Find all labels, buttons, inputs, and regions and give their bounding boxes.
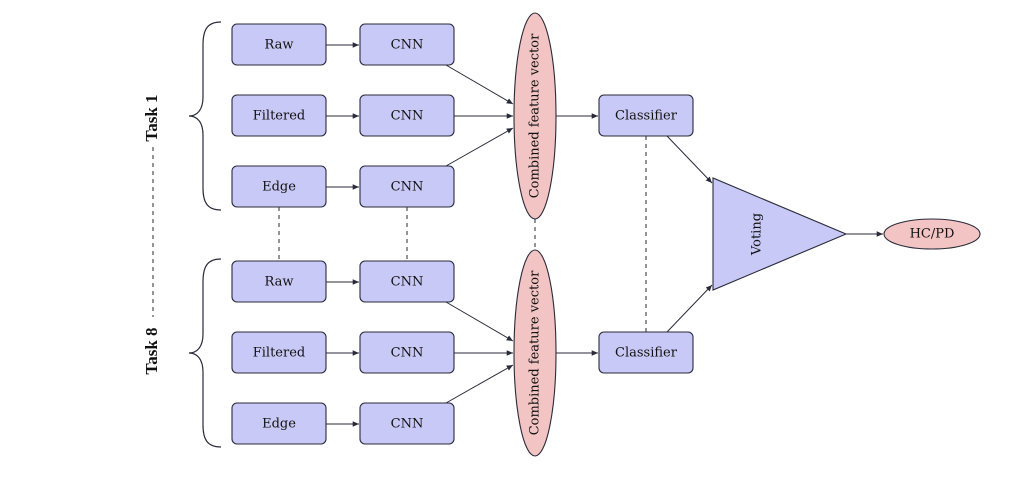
- arrow-cnn-to-feature: [445, 127, 514, 167]
- arrow-cnn-to-feature: [445, 64, 514, 105]
- arrow-cnn-to-feature: [445, 301, 514, 342]
- classifier-box: Classifier: [598, 94, 694, 137]
- classifier-label: Classifier: [615, 346, 678, 361]
- task1-brace: [188, 21, 222, 211]
- arrow-classifier-to-voting: [666, 284, 713, 333]
- arrow-classifier-to-voting: [666, 135, 713, 184]
- input-edge-box: Edge: [231, 165, 327, 208]
- task8-brace: [188, 258, 222, 448]
- cnn-box: CNN: [359, 260, 455, 303]
- task1-label: Task 1: [142, 94, 161, 141]
- cnn-box: CNN: [359, 94, 455, 137]
- input-filtered-label: Filtered: [253, 346, 305, 361]
- cnn-label: CNN: [391, 346, 424, 361]
- input-raw-label: Raw: [265, 275, 294, 290]
- voting-triangle: Voting: [712, 177, 848, 291]
- output-ellipse: HC/PD: [883, 218, 981, 250]
- combined-feature-vector-label: Combined feature vector: [528, 33, 543, 198]
- output-label: HC/PD: [910, 227, 955, 242]
- input-raw-box: Raw: [231, 260, 327, 303]
- input-edge-box: Edge: [231, 402, 327, 445]
- arrow-cnn-to-feature: [445, 364, 514, 404]
- input-filtered-box: Filtered: [231, 94, 327, 137]
- input-filtered-box: Filtered: [231, 331, 327, 374]
- cnn-box: CNN: [359, 402, 455, 445]
- input-edge-label: Edge: [262, 180, 296, 195]
- combined-feature-vector-label: Combined feature vector: [528, 270, 543, 435]
- cnn-box: CNN: [359, 331, 455, 374]
- cnn-label: CNN: [391, 109, 424, 124]
- cnn-box: CNN: [359, 23, 455, 66]
- input-raw-box: Raw: [231, 23, 327, 66]
- cnn-box: CNN: [359, 165, 455, 208]
- input-raw-label: Raw: [265, 38, 294, 53]
- classifier-label: Classifier: [615, 109, 678, 124]
- cnn-label: CNN: [391, 417, 424, 432]
- cnn-label: CNN: [391, 275, 424, 290]
- input-filtered-label: Filtered: [253, 109, 305, 124]
- task8-label: Task 8: [142, 327, 161, 374]
- voting-label: Voting: [750, 213, 765, 256]
- cnn-label: CNN: [391, 38, 424, 53]
- input-edge-label: Edge: [262, 417, 296, 432]
- cnn-label: CNN: [391, 180, 424, 195]
- classifier-box: Classifier: [598, 331, 694, 374]
- combined-feature-vector-ellipse: Combined feature vector: [513, 249, 557, 457]
- combined-feature-vector-ellipse: Combined feature vector: [513, 12, 557, 220]
